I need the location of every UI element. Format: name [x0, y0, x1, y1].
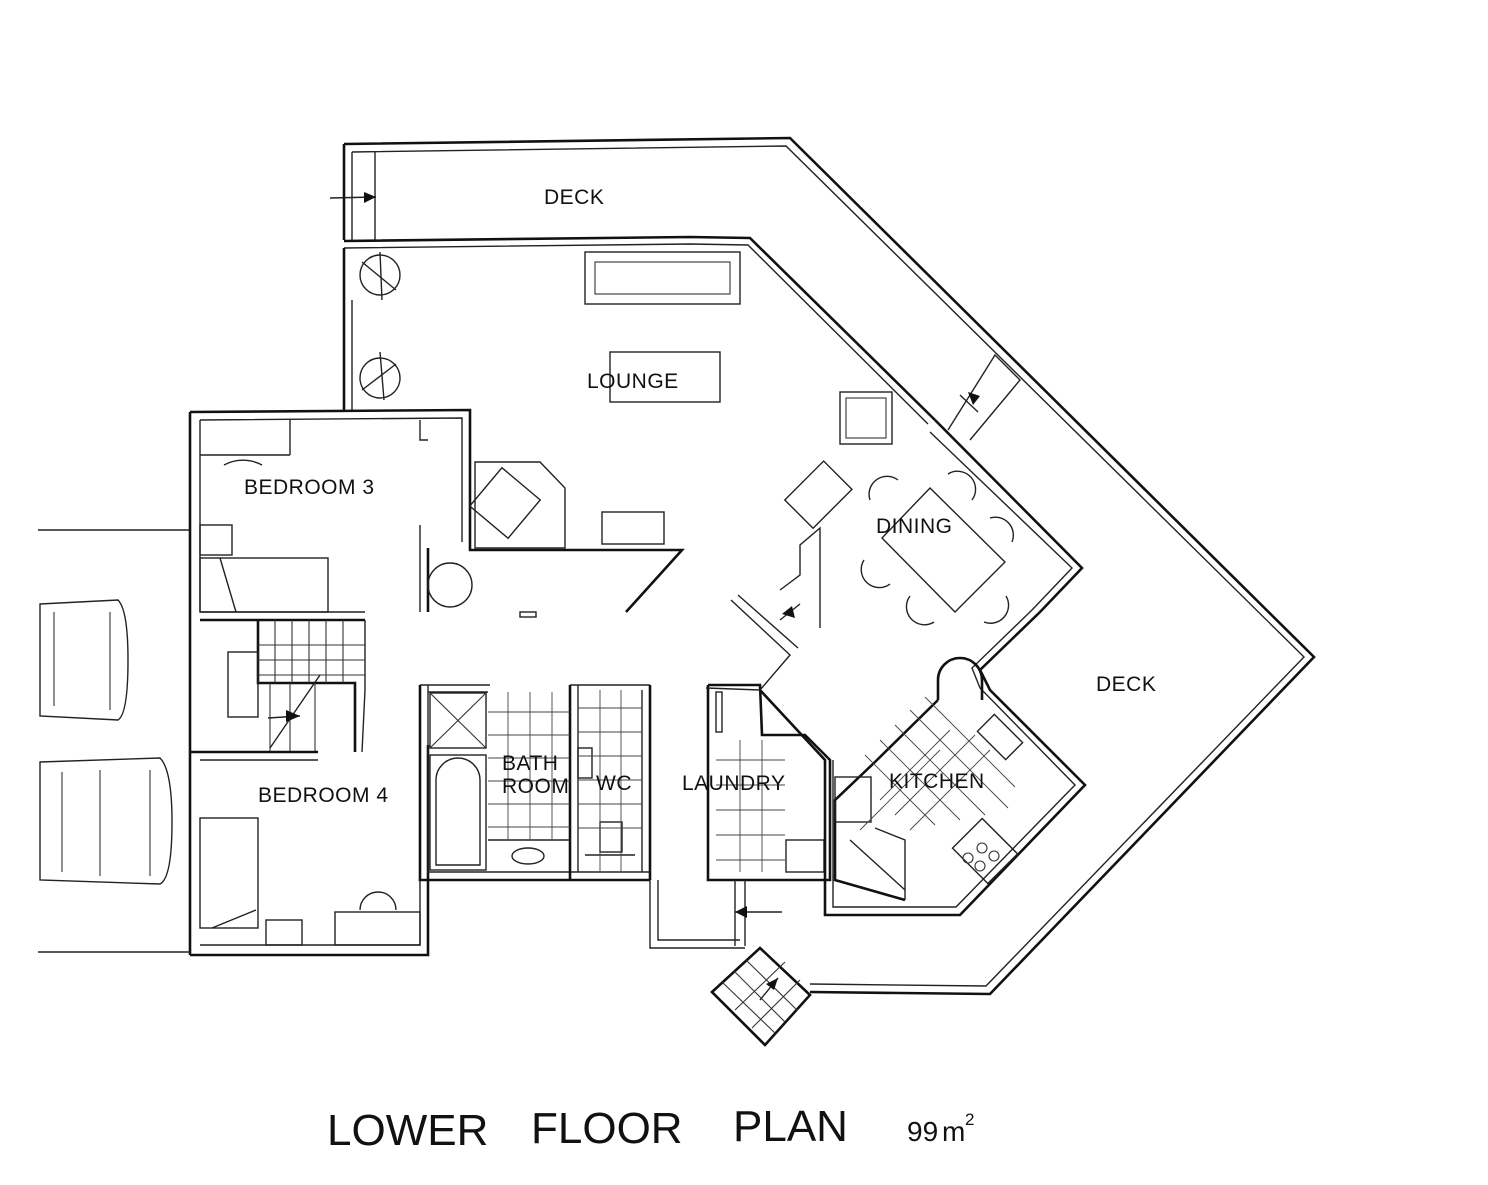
label-bedroom-4: BEDROOM 4 [258, 784, 389, 807]
label-deck-right: DECK [1096, 673, 1156, 696]
bedroom4-walls [190, 745, 430, 957]
label-dining: DINING [876, 515, 953, 538]
label-bedroom-3: BEDROOM 3 [244, 476, 375, 499]
building-walls [38, 248, 685, 955]
title-word-plan: PLAN [733, 1102, 848, 1151]
label-laundry: LAUNDRY [682, 772, 785, 795]
label-room: ROOM [502, 775, 569, 798]
dining-furniture [860, 470, 1015, 626]
label-kitchen: KITCHEN [889, 770, 985, 793]
floor-area-unit: m [942, 1116, 965, 1147]
deck-entry-arrow [329, 192, 377, 203]
bedroom3-fittings [199, 420, 329, 613]
car-bottom [39, 757, 173, 885]
car-top [39, 599, 129, 721]
lounge-furniture [427, 251, 893, 618]
title-word-floor: FLOOR [531, 1104, 683, 1153]
right-deck-door [947, 353, 1021, 441]
kitchen-dining-walls [705, 419, 1087, 917]
bathroom-tiles [488, 690, 642, 872]
heater-symbols [359, 251, 401, 401]
label-bath: BATH [502, 752, 558, 775]
laundry-walls [706, 683, 832, 882]
label-deck-top: DECK [544, 186, 604, 209]
deck-outline [342, 136, 1316, 996]
floor-area-exponent: 2 [965, 1110, 974, 1129]
title-word-lower: LOWER [327, 1106, 488, 1155]
label-lounge: LOUNGE [587, 370, 679, 393]
wet-area-walls [418, 684, 652, 882]
kitchen-tiles [859, 696, 1016, 831]
label-wc: WC [596, 772, 632, 795]
stairs [227, 620, 366, 753]
bottom-entry [649, 880, 812, 1047]
floor-area-value: 99 [907, 1116, 938, 1147]
